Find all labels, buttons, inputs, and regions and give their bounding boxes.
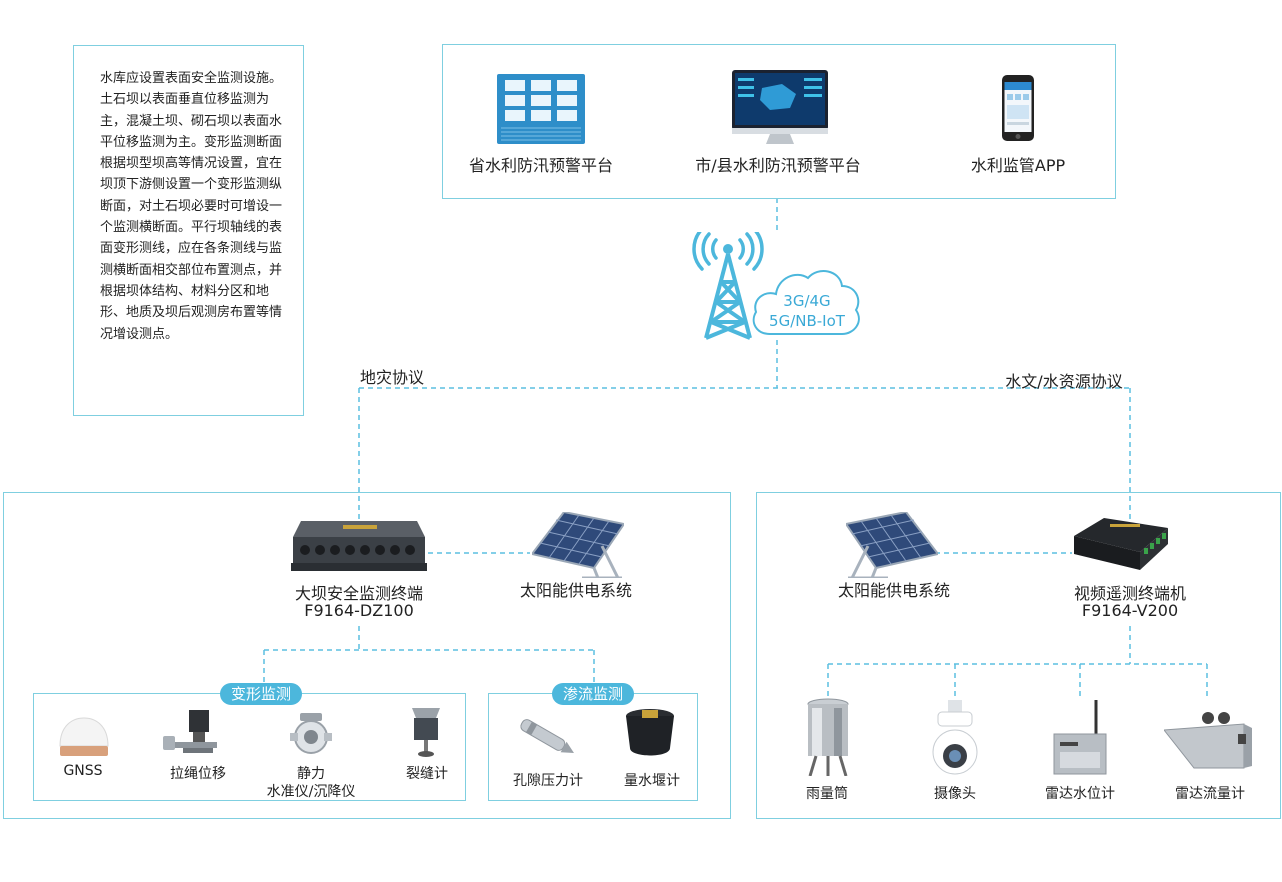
static-level-label-2: 水准仪/沉降仪 [266,784,356,800]
weir-meter-icon [626,709,674,756]
phone-icon [1002,75,1034,141]
video-terminal-icon [1074,518,1168,570]
provincial-platform-label: 省水利防汛预警平台 [468,156,613,175]
dam-terminal-model: F9164-DZ100 [304,601,414,620]
solar-panel-icon-right [846,512,938,578]
protocol-right-label: 水文/水资源协议 [1005,372,1123,391]
note-box [73,45,304,416]
static-level-label: 静力 [297,766,325,782]
radar-level-icon [1053,700,1107,775]
static-level-icon [290,713,332,754]
camera-icon [932,700,978,775]
rain-gauge-icon [807,698,849,776]
dam-terminal-icon [291,521,427,571]
platforms-box [442,44,1116,199]
protocol-left-label: 地灾协议 [359,368,424,387]
video-terminal-name: 视频遥测终端机 [1073,584,1186,603]
gnss-icon [59,717,109,756]
crack-meter-icon [412,708,440,757]
solar-label-left: 太阳能供电系统 [519,581,632,600]
left-station-box [3,492,731,819]
right-station-box [756,492,1281,819]
radar-flow-label: 雷达流量计 [1175,786,1245,802]
video-wall-icon [497,74,585,144]
monitor-icon [732,70,828,144]
string-displacement-icon [163,710,217,753]
dam-terminal-name: 大坝安全监测终端 [294,584,423,603]
rain-gauge-label: 雨量筒 [806,786,848,802]
city-platform-label: 市/县水利防汛预警平台 [695,156,861,175]
radar-level-label: 雷达水位计 [1045,786,1115,802]
signal-tower-icon [692,232,764,340]
solar-panel-icon-left [532,512,624,578]
camera-label: 摄像头 [934,786,976,802]
crack-meter-label: 裂缝计 [406,766,448,782]
weir-meter-label: 量水堰计 [624,773,680,789]
app-label: 水利监管APP [970,156,1066,175]
piezometer-label: 孔隙压力计 [513,773,583,789]
string-displacement-label: 拉绳位移 [170,766,226,782]
seepage-group-title: 渗流监测 [552,683,634,705]
video-terminal-model: F9164-V200 [1081,601,1179,620]
radar-flow-icon [1164,712,1252,769]
network-line1: 3G/4G [783,292,831,310]
network-line2: 5G/NB-IoT [769,312,845,330]
cloud-icon [752,270,860,335]
solar-label-right: 太阳能供电系统 [837,581,950,600]
gnss-label: GNSS [63,763,103,779]
note-text: 水库应设置表面安全监测设施。土石坝以表面垂直位移监测为主，混凝土坝、砌石坝以表面… [100,71,283,342]
piezometer-icon [520,719,574,753]
deformation-group-title: 变形监测 [220,683,302,705]
